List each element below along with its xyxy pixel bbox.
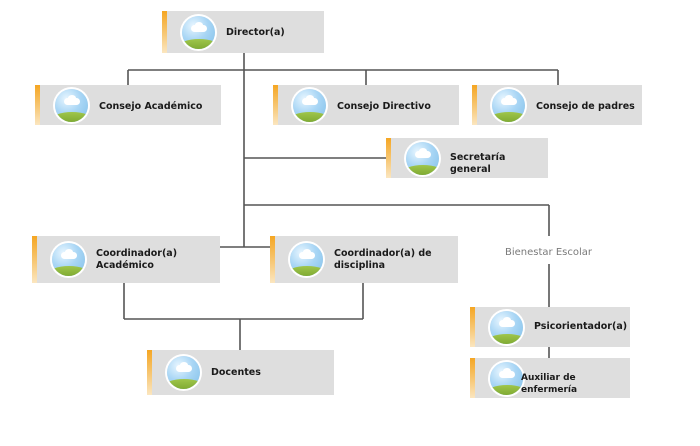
node-label: Consejo Académico — [99, 101, 203, 112]
node-director: Director(a) — [162, 11, 324, 53]
landscape-photo-icon — [167, 356, 200, 389]
node-label: Consejo Directivo — [337, 101, 431, 112]
accent-bar — [35, 85, 40, 125]
node-label: Secretaría general — [450, 152, 506, 175]
node-label: Coordinador(a) de disciplina — [334, 248, 432, 271]
node-consejo-academico: Consejo Académico — [35, 85, 221, 125]
accent-bar — [162, 11, 167, 53]
landscape-photo-icon — [492, 89, 525, 122]
node-label: Director(a) — [226, 27, 285, 38]
node-coordinador-academico: Coordinador(a) Académico — [32, 236, 220, 283]
node-label: Consejo de padres — [536, 101, 635, 112]
accent-bar — [147, 350, 152, 395]
node-auxiliar-enfermeria: Auxiliar de enfermería — [470, 358, 630, 398]
bienestar-escolar-label: Bienestar Escolar — [505, 247, 592, 258]
node-label: Auxiliar de enfermería — [521, 373, 578, 395]
node-docentes: Docentes — [147, 350, 334, 395]
node-consejo-directivo: Consejo Directivo — [273, 85, 459, 125]
node-secretaria-general: Secretaría general — [386, 138, 548, 178]
landscape-photo-icon — [182, 16, 215, 49]
accent-bar — [273, 85, 278, 125]
accent-bar — [470, 358, 475, 398]
landscape-photo-icon — [490, 362, 523, 395]
accent-bar — [32, 236, 37, 283]
landscape-photo-icon — [490, 311, 523, 344]
node-label: Psicorientador(a) — [534, 321, 628, 332]
accent-bar — [386, 138, 391, 178]
accent-bar — [470, 307, 475, 347]
node-coordinador-disciplina: Coordinador(a) de disciplina — [270, 236, 458, 283]
node-psicorientador: Psicorientador(a) — [470, 307, 630, 347]
landscape-photo-icon — [406, 142, 439, 175]
landscape-photo-icon — [55, 89, 88, 122]
accent-bar — [270, 236, 275, 283]
landscape-photo-icon — [290, 243, 323, 276]
accent-bar — [472, 85, 477, 125]
node-label: Docentes — [211, 367, 261, 378]
node-consejo-padres: Consejo de padres — [472, 85, 642, 125]
landscape-photo-icon — [293, 89, 326, 122]
node-label: Coordinador(a) Académico — [96, 248, 178, 271]
landscape-photo-icon — [52, 243, 85, 276]
